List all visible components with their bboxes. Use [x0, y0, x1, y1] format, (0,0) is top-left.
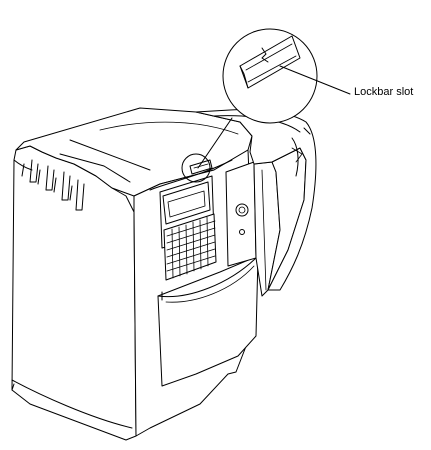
lower-front-panel [157, 255, 259, 387]
lightning-icon [261, 47, 269, 63]
magnified-lockbar-slot [239, 35, 301, 89]
callout-circle [222, 28, 318, 124]
lockbar-slot-label: Lockbar slot [354, 86, 414, 98]
ventilation-grid [163, 213, 217, 281]
keylock-icon [235, 203, 249, 217]
callout-leader-lines [181, 65, 351, 183]
lockbar-slot [189, 159, 213, 175]
open-side-door [253, 147, 307, 297]
callout-magnifier [222, 28, 318, 124]
control-panel [225, 161, 257, 267]
